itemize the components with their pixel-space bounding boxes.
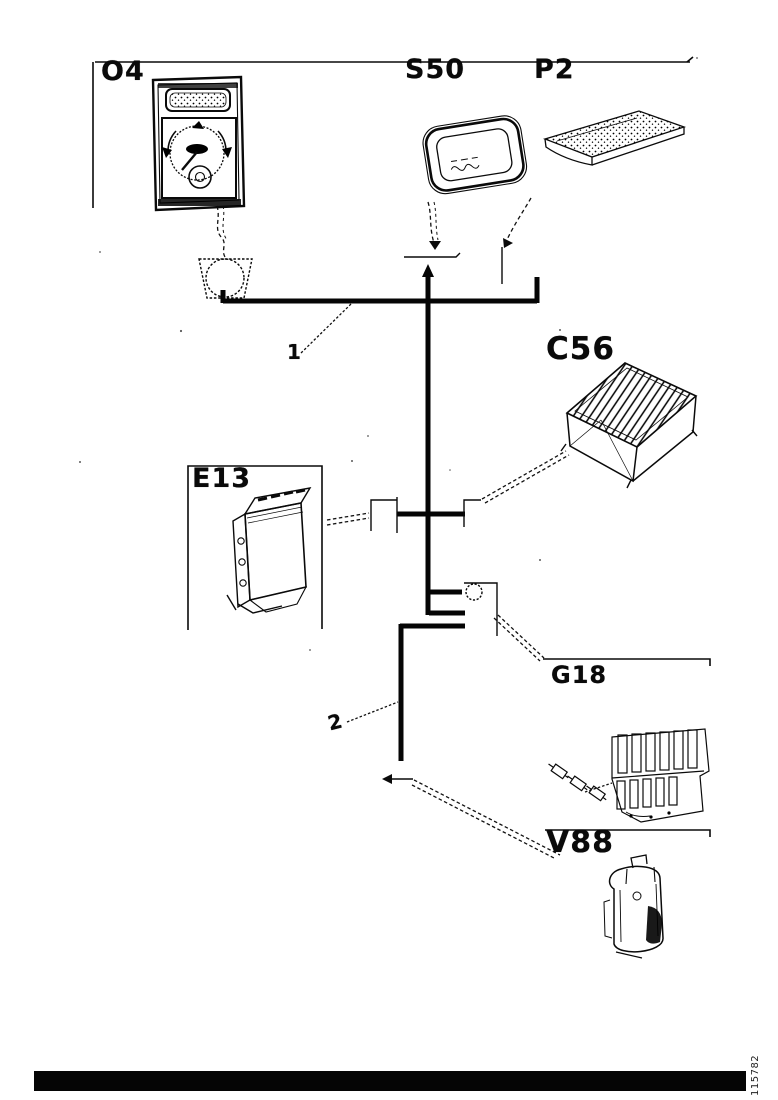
s50-mating-line bbox=[404, 252, 461, 258]
label-c56: C56 bbox=[546, 331, 615, 367]
bottom-connector-arrow bbox=[382, 774, 392, 784]
g18-lead bbox=[493, 614, 545, 662]
s50-switch-sketch bbox=[422, 115, 528, 195]
mounting-screws-sketch bbox=[548, 763, 607, 802]
connector-symbols bbox=[198, 247, 503, 784]
callout-1-leader bbox=[300, 303, 352, 354]
s50-lead-2 bbox=[433, 201, 439, 241]
label-p2: P2 bbox=[534, 54, 575, 85]
s50-lead bbox=[427, 201, 435, 244]
v88-rule bbox=[545, 829, 711, 837]
c56-connector-bracket bbox=[463, 499, 481, 527]
g18-rule bbox=[543, 658, 711, 666]
p2-panel-sketch bbox=[542, 110, 687, 166]
e13-box-border bbox=[187, 465, 323, 630]
label-s50: S50 bbox=[405, 54, 466, 85]
o4-connector-trapezoid bbox=[198, 258, 253, 299]
frame-rules bbox=[92, 56, 711, 837]
e13-module-sketch bbox=[226, 487, 312, 614]
trunk-top-arrow bbox=[422, 264, 434, 277]
callout-harness-1: 1 bbox=[287, 340, 301, 364]
callout-2-leader bbox=[346, 701, 399, 723]
leader-lines bbox=[216, 197, 613, 860]
v88-pump-sketch bbox=[603, 854, 664, 959]
footer-black-bar bbox=[34, 1071, 746, 1091]
o4-lead-2 bbox=[222, 205, 228, 241]
o4-lead bbox=[216, 205, 226, 258]
c56-lead bbox=[481, 450, 570, 504]
blower-resistor-sketch bbox=[611, 728, 710, 823]
label-o4: O4 bbox=[101, 56, 145, 87]
e13-lead bbox=[326, 512, 370, 526]
p2-lead bbox=[505, 197, 532, 243]
top-rule-end-tick bbox=[686, 56, 694, 63]
v88-lead bbox=[411, 779, 561, 860]
o4-connector-circle bbox=[205, 258, 245, 298]
doc-number: 115782 bbox=[750, 1054, 761, 1096]
label-e13: E13 bbox=[192, 463, 252, 494]
screw-lead bbox=[584, 782, 613, 793]
harness-2-wiring bbox=[398, 623, 465, 761]
harness-1-wiring bbox=[220, 273, 540, 616]
o4-heater-control-sketch bbox=[151, 75, 246, 212]
round-connector bbox=[465, 583, 483, 601]
s50-lead-arrow bbox=[429, 241, 441, 250]
g18-connector-bracket bbox=[464, 582, 498, 636]
scan-noise bbox=[79, 57, 698, 651]
label-g18: G18 bbox=[551, 661, 608, 689]
e13-connector-staple bbox=[370, 497, 398, 533]
p2-lead-arrow bbox=[503, 238, 513, 248]
label-v88: V88 bbox=[546, 825, 614, 860]
c56-housing-sketch bbox=[560, 362, 698, 489]
